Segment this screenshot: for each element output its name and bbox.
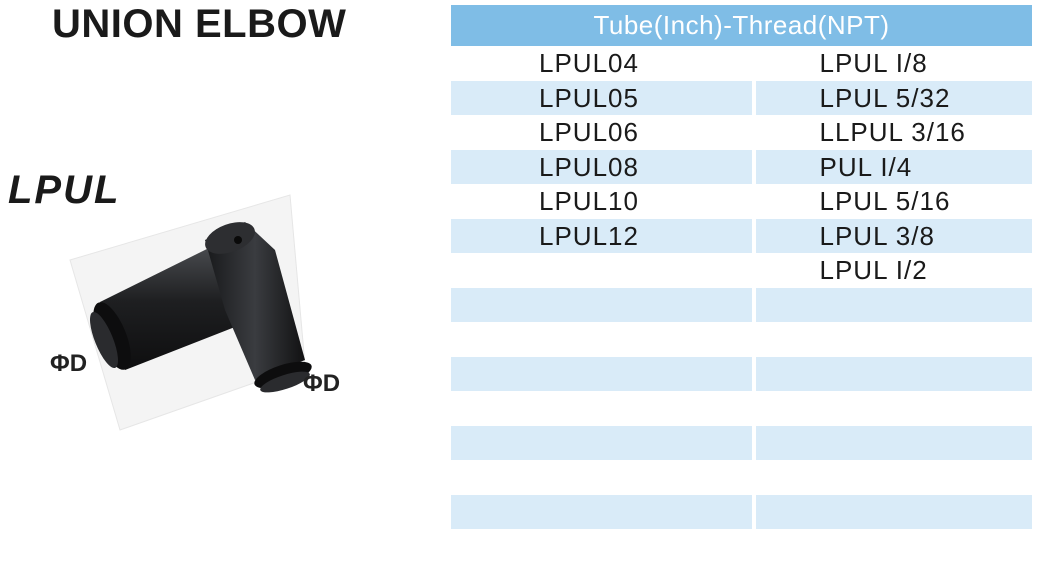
table-row — [451, 287, 1032, 322]
table-row — [451, 460, 1032, 495]
table-row — [451, 494, 1032, 529]
thread-npt-part-number: LPUL 5/32 — [755, 80, 1032, 115]
table-row — [451, 425, 1032, 460]
table-row: LPUL10 LPUL 5/16 — [451, 184, 1032, 219]
thread-npt-part-number — [756, 322, 1033, 357]
thread-npt-part-number — [756, 460, 1033, 495]
tube-inch-part-number: LPUL12 — [451, 218, 752, 253]
tube-inch-part-number: LPUL06 — [539, 117, 639, 147]
union-elbow-fitting-image — [69, 194, 312, 431]
table-row — [451, 322, 1032, 357]
thread-npt-part-number — [756, 529, 1033, 564]
thread-npt-part-number — [756, 391, 1033, 426]
table-row — [451, 529, 1032, 564]
thread-npt-part-number: PUL I/4 — [755, 149, 1032, 184]
thread-npt-part-number: LPUL 3/8 — [755, 218, 1032, 253]
table-row: LPUL04 LPUL I/8 — [451, 46, 1032, 81]
thread-npt-part-number — [755, 356, 1032, 391]
thread-npt-part-number: LLPUL 3/16 — [819, 117, 966, 147]
tube-inch-part-number: LPUL08 — [451, 149, 752, 184]
tube-inch-part-number — [451, 322, 752, 357]
thread-npt-part-number — [755, 287, 1032, 322]
page-title: UNION ELBOW — [52, 2, 347, 46]
tube-inch-part-number — [451, 494, 752, 529]
table-row — [451, 356, 1032, 391]
tube-inch-part-number — [451, 287, 752, 322]
tube-inch-part-number — [451, 391, 752, 426]
table-row: LPUL06 LLPUL 3/16 — [451, 115, 1032, 150]
tube-inch-part-number: LPUL10 — [539, 186, 639, 216]
tube-inch-part-number — [451, 529, 752, 564]
thread-npt-part-number — [755, 494, 1032, 529]
thread-npt-part-number — [755, 425, 1032, 460]
tube-inch-part-number — [451, 425, 752, 460]
tube-inch-part-number — [451, 356, 752, 391]
thread-npt-part-number: LPUL I/2 — [819, 255, 928, 285]
model-code: LPUL — [8, 168, 121, 212]
tube-inch-part-number — [451, 460, 752, 495]
tube-inch-part-number: LPUL04 — [539, 48, 639, 78]
table-row: LPUL I/2 — [451, 253, 1032, 288]
table-header: Tube(Inch)-Thread(NPT) — [451, 5, 1032, 46]
table-row — [451, 391, 1032, 426]
thread-npt-part-number: LPUL I/8 — [819, 48, 928, 78]
tube-inch-part-number: LPUL05 — [451, 80, 752, 115]
thread-npt-part-number: LPUL 5/16 — [819, 186, 951, 216]
diameter-label-right: ΦD — [303, 370, 341, 397]
diameter-label-left: ΦD — [50, 350, 88, 377]
tube-inch-part-number — [451, 253, 752, 288]
